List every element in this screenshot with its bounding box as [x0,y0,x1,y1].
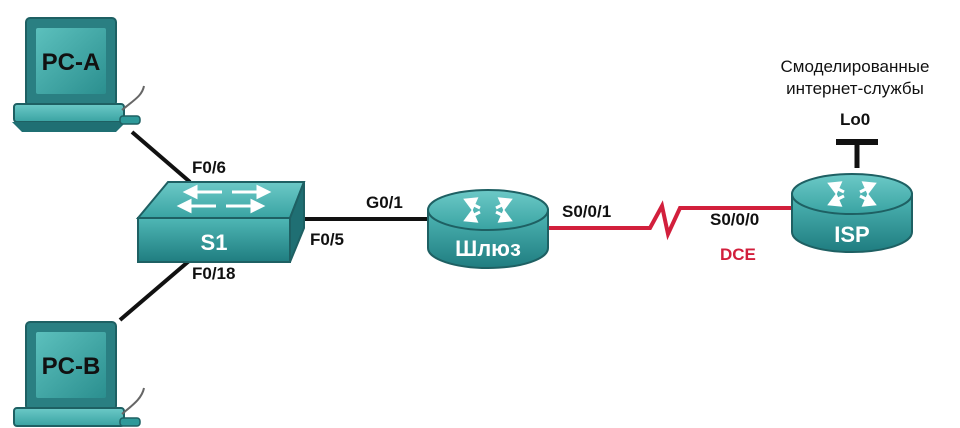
desktop-computer-icon [13,387,145,427]
port-label-s1-f0-6: F0/6 [192,158,227,177]
switch-s1-device[interactable]: S1 [135,181,306,263]
dce-label: DCE [720,245,756,264]
cable-pc-a-s1 [130,130,192,184]
gateway-router-label: Шлюз [455,236,521,261]
gateway-router-device[interactable]: Шлюз [427,189,549,269]
serial-link-gateway-isp [548,200,792,241]
pc-b-label: PC-B [42,353,101,380]
simulated-services-line-2: интернет-службы [786,79,924,98]
router-icon [827,181,877,207]
port-label-gateway-g0-1: G0/1 [366,193,403,212]
pc-a-label: PC-A [42,49,101,76]
desktop-computer-icon [12,85,145,132]
port-label-s1-f0-5: F0/5 [310,230,345,249]
pc-a-device[interactable]: PC-A [12,17,145,132]
pc-b-device[interactable]: PC-B [13,321,145,427]
port-label-isp-s0-0-0: S0/0/0 [710,210,760,229]
simulated-services-caption: Смоделированные интернет-службы [752,56,958,100]
isp-router-device[interactable]: ISP [791,173,913,253]
network-switch-icon [176,184,272,214]
port-label-isp-lo0: Lo0 [840,110,871,129]
port-label-s1-f0-18: F0/18 [192,264,236,283]
cable-pc-b-s1 [118,253,198,322]
port-label-gateway-s0-0-1: S0/0/1 [562,202,612,221]
simulated-services-line-1: Смоделированные [780,57,930,76]
switch-s1-label: S1 [201,230,228,255]
isp-router-label: ISP [834,222,869,247]
router-icon [463,197,513,223]
